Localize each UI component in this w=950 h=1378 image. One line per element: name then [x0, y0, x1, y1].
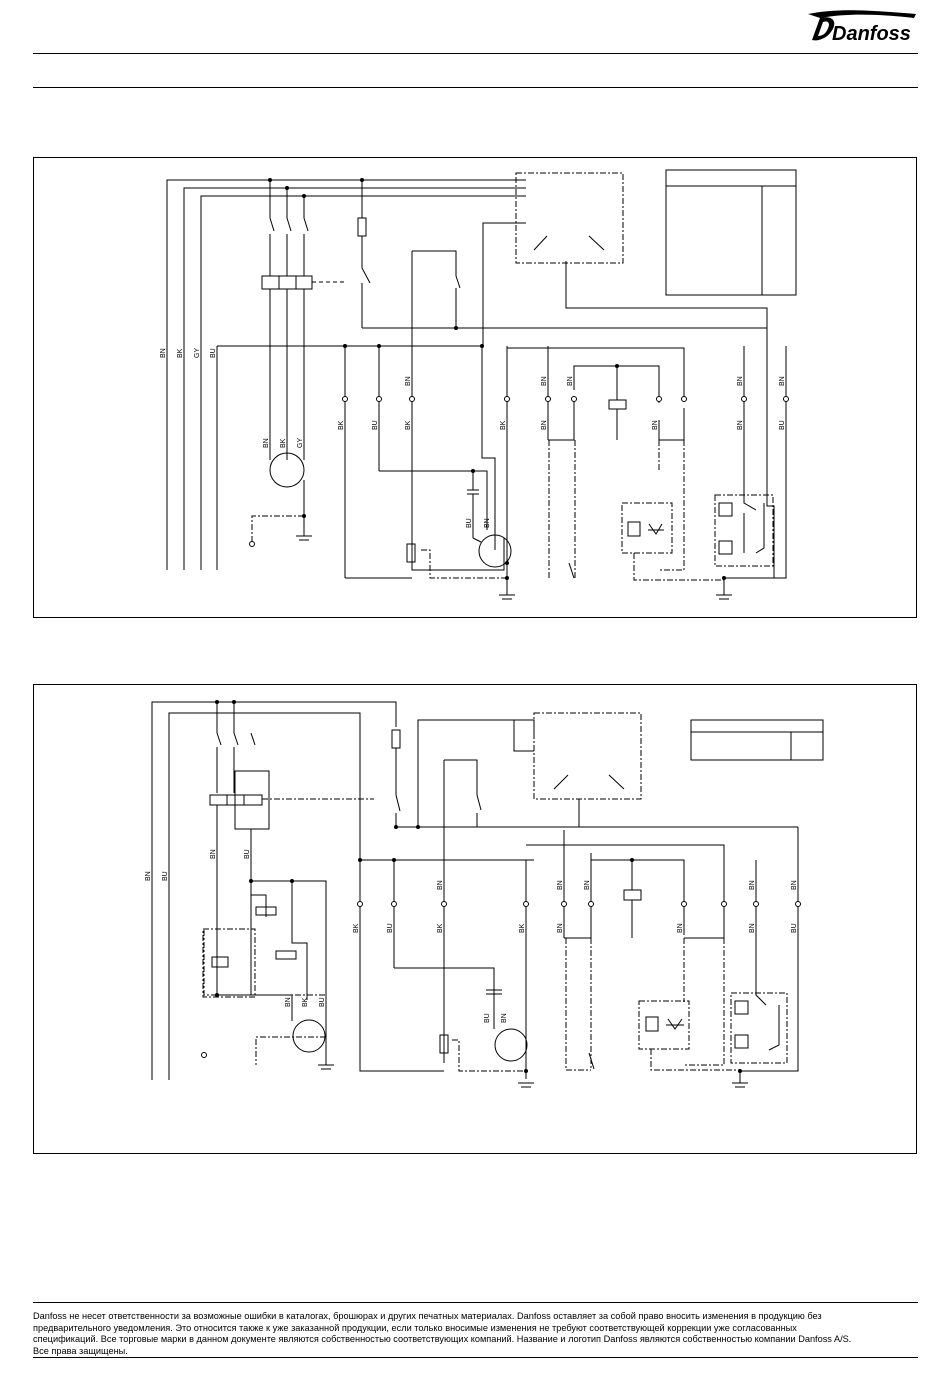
supply-line-1	[166, 179, 526, 570]
d2-lower-wire-label: BN	[749, 923, 756, 933]
d1-supply-wire-label: BK	[177, 348, 184, 358]
connector-block-2	[533, 712, 642, 800]
d2-supply-wire-label: BU	[162, 871, 169, 881]
d2-upper-wire-label: BN	[437, 880, 444, 890]
d1-lower-wire-label: BU	[779, 420, 786, 430]
header-rule-bottom	[33, 87, 918, 88]
d1-lower-wire-label: BK	[405, 420, 412, 430]
d2-motor-wire-label: BU	[319, 997, 326, 1007]
d2-motor-wire-label: BN	[285, 997, 292, 1007]
header-rule-top	[33, 53, 918, 54]
thermostat-2-box	[638, 1000, 690, 1050]
d2-upper-wire-label: BN	[791, 880, 798, 890]
d2-lower-wire-label: BN	[677, 923, 684, 933]
footer-rule-bottom	[33, 1357, 918, 1358]
info-table-2	[690, 719, 824, 761]
disclaimer-line: предварительного уведомления. Это относи…	[33, 1322, 797, 1333]
wiring-diagram-2: BN BU BN BU BN BK BU BK BU BK BK BN BN B…	[33, 684, 917, 1154]
fan-motor-2-icon	[494, 1028, 528, 1062]
disclaimer-line: Все права защищены.	[33, 1345, 128, 1356]
pressure-controller-2-box	[730, 992, 788, 1064]
wiring-diagram-1: BN BK GY BU BN BK GY BK BU BK BK BN BN B…	[33, 157, 917, 618]
d1-motor-wire-label: BN	[263, 438, 270, 448]
compressor-motor-2-icon	[292, 1019, 326, 1053]
d2-motor-wire-label: BK	[302, 997, 309, 1007]
d2-top-wire-label: BN	[210, 849, 217, 859]
brand-name: Danfoss	[832, 23, 911, 45]
d2-lower-wire-label: BK	[437, 923, 444, 933]
start-relay-coil-icon	[211, 956, 229, 968]
d1-lower-wire-label: BK	[500, 420, 507, 430]
d1-upper-wire-label: BN	[779, 376, 786, 386]
legal-disclaimer: Danfoss не несет ответственности за возм…	[33, 1311, 918, 1357]
footer-rule-top	[33, 1302, 918, 1303]
danfoss-script-logo-icon	[808, 10, 916, 41]
d1-upper-wire-label: BN	[405, 376, 412, 386]
fuse-2-icon	[391, 729, 401, 749]
relay-coil-1-icon	[608, 399, 627, 410]
d1-supply-wire-label: GY	[194, 348, 201, 358]
d1-upper-wire-label: BN	[541, 376, 548, 386]
start-relay-2-box	[202, 928, 256, 998]
d1-upper-wire-label: BN	[737, 376, 744, 386]
compressor-motor-1-icon	[269, 452, 305, 488]
d2-lower-wire-label: BK	[519, 923, 526, 933]
d1-lower-wire-label: BN	[652, 420, 659, 430]
d2-supply-wire-label: BN	[145, 871, 152, 881]
d1-lower-wire-label: BN	[737, 420, 744, 430]
d1-motor-wire-label: GY	[297, 438, 304, 448]
info-table-1	[665, 169, 797, 296]
danfoss-logo: Danfoss	[808, 10, 916, 45]
d2-upper-wire-label: BN	[749, 880, 756, 890]
d2-lower-wire-label: BK	[353, 923, 360, 933]
d1-supply-wire-label: BN	[160, 348, 167, 358]
d2-top-wire-label: BU	[244, 849, 251, 859]
d1-upper-wire-label: BN	[567, 376, 574, 386]
heater-2-icon	[439, 1034, 449, 1054]
d1-fan-wire-label: BN	[484, 518, 491, 528]
d2-fan-wire-label: BU	[484, 1013, 491, 1023]
d2-lower-wire-label: BN	[557, 923, 564, 933]
supply-line-3	[200, 195, 526, 570]
d1-supply-wire-label: BU	[210, 348, 217, 358]
d1-fan-wire-label: BU	[466, 518, 473, 528]
wiring-diagram-2-svg: BN BU BN BU BN BK BU BK BU BK BK BN BN B…	[145, 700, 824, 1088]
relay-coil-2-icon	[623, 889, 642, 901]
connector-block-1	[515, 172, 624, 264]
d2-upper-wire-label: BN	[557, 880, 564, 890]
fan-motor-1-icon	[478, 534, 512, 568]
thermostat-1-box	[621, 502, 673, 554]
d2-lower-wire-label: BU	[387, 923, 394, 933]
d2-lower-wire-label: BU	[791, 923, 798, 933]
wiring-diagram-1-svg: BN BK GY BU BN BK GY BK BU BK BK BN BN B…	[160, 169, 797, 600]
fuse-1-icon	[357, 217, 367, 237]
disclaimer-line: спецификаций. Все торговые марки в данно…	[33, 1334, 852, 1344]
d2-upper-wire-label: BN	[584, 880, 591, 890]
heater-1-icon	[406, 543, 416, 563]
d1-lower-wire-label: BU	[372, 420, 379, 430]
d2-fan-wire-label: BN	[501, 1013, 508, 1023]
supply-line-2	[183, 187, 526, 570]
disclaimer-line: Danfoss не несет ответственности за возм…	[33, 1311, 822, 1321]
d1-lower-wire-label: BK	[338, 420, 345, 430]
overload-relay-2-box	[234, 770, 270, 830]
d1-lower-wire-label: BN	[541, 420, 548, 430]
d1-motor-wire-label: BK	[280, 438, 287, 448]
